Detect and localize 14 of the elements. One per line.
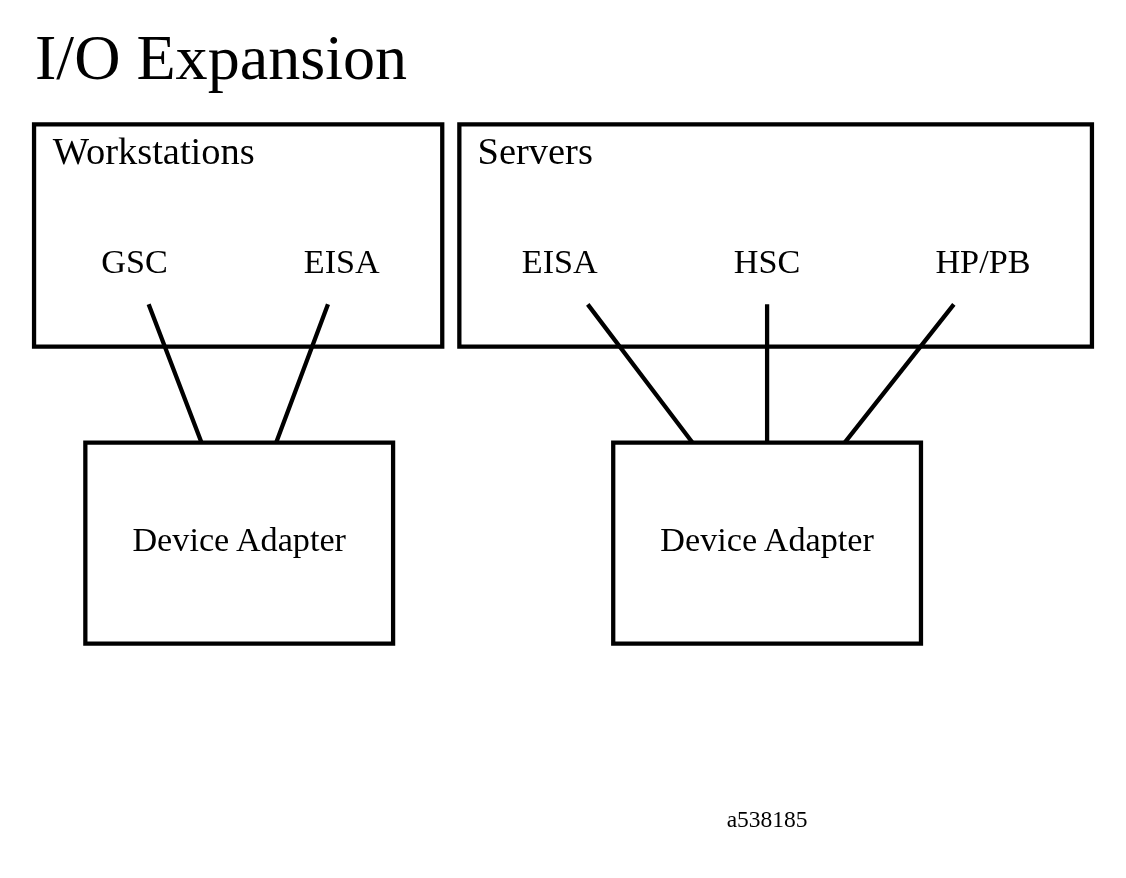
connector [586, 302, 695, 444]
node-text: GSC [101, 242, 168, 280]
diagram-title: I/O Expansion [34, 21, 408, 93]
label: a538185 [726, 805, 808, 832]
node-text: EISA [303, 242, 380, 280]
connector [274, 303, 330, 443]
node-box: Device Adapter [611, 440, 924, 646]
connector [146, 303, 204, 443]
node-box: Device Adapter [83, 440, 396, 646]
node-text: HP/PB [935, 242, 1031, 280]
connector [764, 303, 770, 442]
node-text: EISA [521, 242, 598, 280]
connector [843, 302, 956, 444]
node-text: HSC [733, 242, 801, 280]
